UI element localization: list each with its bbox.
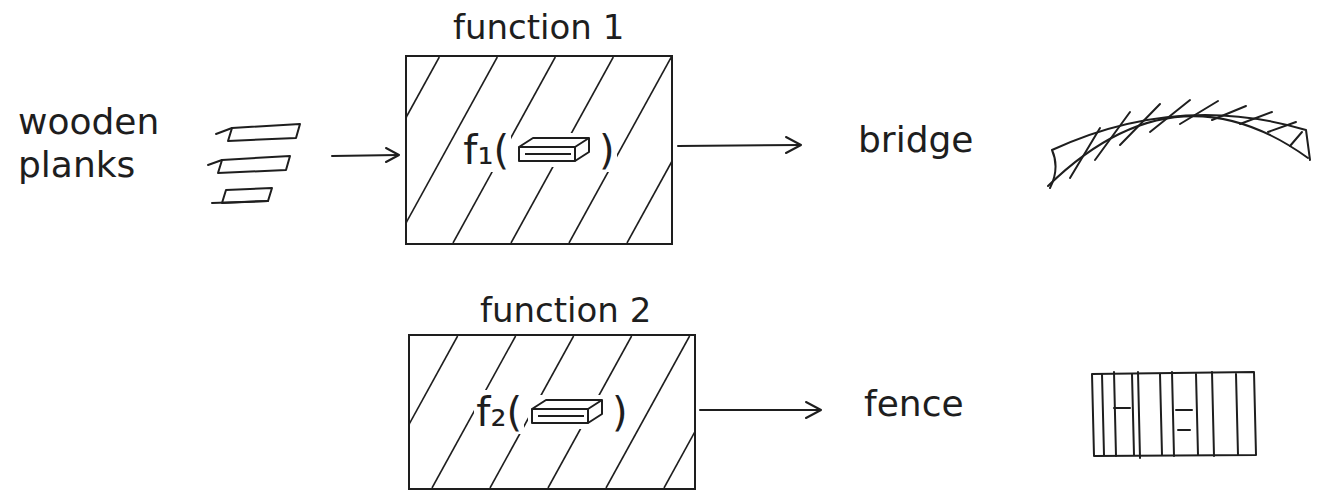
fence-sketch [1092, 372, 1256, 458]
plank-icon [515, 133, 593, 167]
function-box: function 1 f₁() [405, 5, 673, 245]
box-frame: f₂() [408, 334, 696, 490]
input-label: wooden planks [18, 100, 208, 186]
output-label: fence [864, 382, 1014, 425]
planks-sketch [208, 124, 300, 203]
function-text: f₁( [461, 128, 511, 172]
plank-icon [528, 395, 606, 429]
function-box: function 2f₂() [408, 288, 696, 490]
bridge-sketch [1048, 100, 1310, 188]
function-text: f₂( [474, 390, 524, 434]
box-frame: f₁() [405, 55, 673, 245]
box-heading: function 2 [480, 288, 696, 332]
box-content: f₂() [410, 336, 694, 488]
box-heading: function 1 [453, 5, 673, 49]
function-text: ) [610, 390, 630, 434]
function-text: ) [597, 128, 617, 172]
box-content: f₁() [407, 57, 671, 243]
output-label: bridge [858, 118, 1028, 161]
